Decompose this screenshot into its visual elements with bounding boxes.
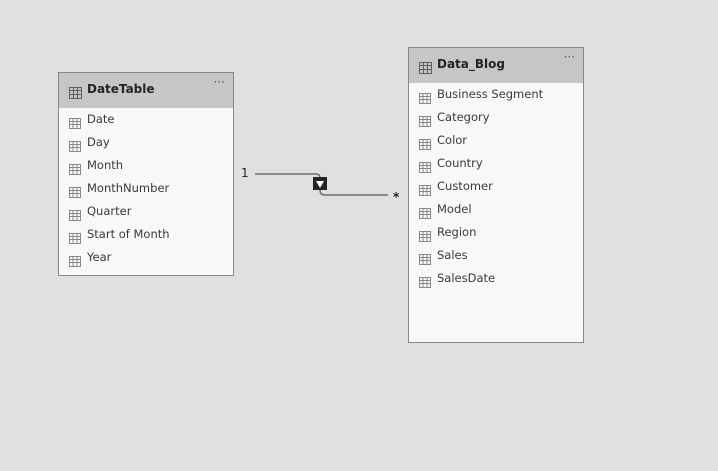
table-title: DateTable [87, 82, 155, 96]
cardinality-one-label: 1 [241, 166, 249, 180]
table-card-data-blog[interactable]: Data_Blog ··· Business Segment Category … [408, 47, 584, 343]
field-label: Day [87, 135, 110, 149]
field-row-category[interactable]: Category [409, 106, 583, 129]
field-icon [419, 89, 431, 108]
table-card-datetable[interactable]: DateTable ··· Date Day Month MonthNumber [58, 72, 234, 276]
field-row-month[interactable]: Month [59, 154, 233, 177]
more-options-icon[interactable]: ··· [213, 75, 225, 89]
field-icon [419, 227, 431, 246]
field-label: Date [87, 112, 115, 126]
field-row-start-of-month[interactable]: Start of Month [59, 223, 233, 246]
field-label: Month [87, 158, 124, 172]
field-row-date[interactable]: Date [59, 108, 233, 131]
field-label: Category [437, 110, 490, 124]
field-icon [419, 250, 431, 269]
field-icon [69, 252, 81, 271]
field-row-day[interactable]: Day [59, 131, 233, 154]
field-label: Business Segment [437, 87, 544, 101]
field-label: Country [437, 156, 483, 170]
field-list: Date Day Month MonthNumber Quarter Start… [59, 108, 233, 269]
filter-direction-icon [313, 177, 327, 190]
field-icon [419, 135, 431, 154]
field-row-business-segment[interactable]: Business Segment [409, 83, 583, 106]
field-label: Color [437, 133, 468, 147]
field-label: MonthNumber [87, 181, 170, 195]
field-icon [419, 273, 431, 292]
field-row-year[interactable]: Year [59, 246, 233, 269]
field-label: Start of Month [87, 227, 170, 241]
field-icon [419, 204, 431, 223]
table-header[interactable]: Data_Blog ··· [409, 48, 583, 83]
cardinality-many-label: * [393, 190, 400, 204]
field-icon [69, 137, 81, 156]
field-row-color[interactable]: Color [409, 129, 583, 152]
field-row-region[interactable]: Region [409, 221, 583, 244]
field-icon [69, 183, 81, 202]
field-label: Sales [437, 248, 468, 262]
field-icon [69, 114, 81, 133]
field-icon [419, 181, 431, 200]
field-icon [419, 112, 431, 131]
field-row-quarter[interactable]: Quarter [59, 200, 233, 223]
table-title: Data_Blog [437, 57, 505, 71]
field-label: Model [437, 202, 472, 216]
field-label: Year [87, 250, 112, 264]
table-header[interactable]: DateTable ··· [59, 73, 233, 108]
field-label: Customer [437, 179, 493, 193]
field-label: Quarter [87, 204, 132, 218]
field-icon [69, 229, 81, 248]
more-options-icon[interactable]: ··· [563, 50, 575, 64]
field-list: Business Segment Category Color Country … [409, 83, 583, 290]
field-icon [419, 158, 431, 177]
table-icon [69, 84, 82, 103]
table-icon [419, 59, 432, 78]
field-icon [69, 206, 81, 225]
field-row-customer[interactable]: Customer [409, 175, 583, 198]
field-row-country[interactable]: Country [409, 152, 583, 175]
field-label: SalesDate [437, 271, 496, 285]
field-icon [69, 160, 81, 179]
field-row-monthnumber[interactable]: MonthNumber [59, 177, 233, 200]
field-row-model[interactable]: Model [409, 198, 583, 221]
field-label: Region [437, 225, 477, 239]
field-row-sales[interactable]: Sales [409, 244, 583, 267]
field-row-salesdate[interactable]: SalesDate [409, 267, 583, 290]
